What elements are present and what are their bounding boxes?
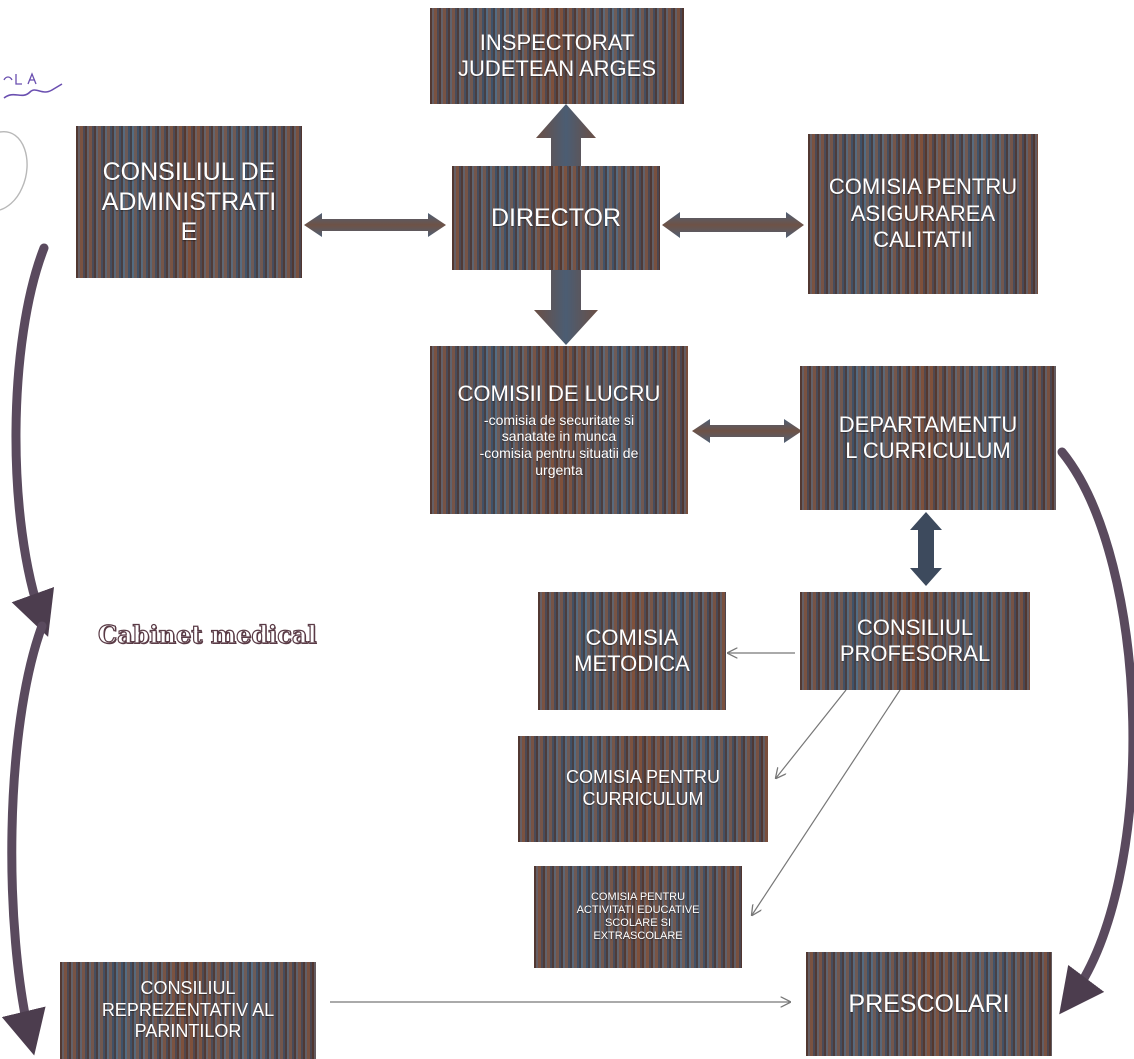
metodica-line2: METODICA bbox=[574, 651, 690, 676]
curve-cabinet-parinti bbox=[1, 621, 47, 1056]
node-director: DIRECTOR bbox=[452, 166, 660, 270]
inspectorat-line2: JUDETEAN ARGES bbox=[457, 56, 657, 81]
metodica-line1: COMISIA bbox=[585, 624, 679, 650]
node-comisia-calitate: COMISIA PENTRU ASIGURAREA CALITATII bbox=[808, 134, 1038, 294]
activitati-line1: COMISIA PENTRU bbox=[590, 890, 686, 903]
arrow-profesoral-activitati bbox=[752, 689, 901, 915]
profesoral-line1: CONSILIUL bbox=[856, 614, 974, 640]
arrow-director-calitate bbox=[662, 212, 804, 238]
comisii-item: -comisia pentru situatii de bbox=[479, 445, 639, 462]
curve-admin-cabinet bbox=[11, 243, 55, 637]
arrow-comisii-departament bbox=[692, 419, 802, 443]
parinti-line1: CONSILIUL bbox=[140, 978, 236, 999]
node-comisia-activitati: COMISIA PENTRU ACTIVITATI EDUCATIVE SCOL… bbox=[534, 866, 742, 968]
handwritten-signature bbox=[0, 72, 63, 211]
curriculum-line1: COMISIA PENTRU bbox=[565, 767, 721, 788]
comisii-item: urgenta bbox=[535, 461, 583, 478]
inspectorat-line1: INSPECTORAT bbox=[479, 29, 635, 55]
profesoral-line2: PROFESORAL bbox=[839, 641, 991, 666]
parinti-line3: PARINTILOR bbox=[134, 1021, 242, 1042]
node-consiliul-profesoral: CONSILIUL PROFESORAL bbox=[800, 592, 1030, 690]
prescolari-label: PRESCOLARI bbox=[848, 990, 1010, 1018]
node-departamentul-curriculum: DEPARTAMENTU L CURRICULUM bbox=[800, 366, 1056, 510]
node-prescolari: PRESCOLARI bbox=[806, 952, 1052, 1056]
curriculum-line2: CURRICULUM bbox=[582, 789, 704, 809]
calitate-line1: COMISIA PENTRU bbox=[828, 174, 1018, 200]
comisii-item: sanatate in munca bbox=[501, 428, 617, 445]
admin-line3: E bbox=[180, 218, 198, 246]
director-label: DIRECTOR bbox=[490, 204, 622, 232]
arrow-departament-profesoral bbox=[910, 512, 942, 586]
parinti-line2: REPREZENTATIV AL bbox=[101, 999, 275, 1020]
curve-departament-prescolari bbox=[1057, 447, 1134, 1015]
node-consiliul-parinti: CONSILIUL REPREZENTATIV AL PARINTILOR bbox=[60, 962, 316, 1059]
comisii-item: -comisia de securitate si bbox=[483, 411, 635, 428]
activitati-line3: SCOLARE SI bbox=[604, 917, 672, 929]
arrow-director-comisii bbox=[534, 270, 598, 345]
admin-line1: CONSILIUL DE bbox=[102, 158, 276, 186]
departament-line2: L CURRICULUM bbox=[845, 438, 1011, 463]
node-inspectorat: INSPECTORAT JUDETEAN ARGES bbox=[430, 8, 684, 104]
cabinet-medical-label: Cabinet medical bbox=[97, 619, 317, 649]
comisii-title: COMISII DE LUCRU bbox=[457, 381, 661, 407]
admin-line2: ADMINISTRATI bbox=[101, 188, 277, 216]
activitati-line4: EXTRASCOLARE bbox=[593, 930, 683, 943]
arrow-admin-director bbox=[304, 213, 446, 237]
activitati-line2: ACTIVITATI EDUCATIVE bbox=[576, 903, 700, 916]
arrow-profesoral-curriculum bbox=[776, 689, 847, 778]
departament-line1: DEPARTAMENTU bbox=[838, 411, 1018, 437]
calitate-line3: CALITATII bbox=[873, 227, 973, 253]
node-consiliul-administratie: CONSILIUL DE ADMINISTRATI E bbox=[76, 126, 302, 278]
node-comisia-metodica: COMISIA METODICA bbox=[538, 592, 726, 710]
arrow-director-inspectorat bbox=[536, 104, 596, 168]
calitate-line2: ASIGURAREA bbox=[850, 200, 996, 226]
node-comisia-curriculum: COMISIA PENTRU CURRICULUM bbox=[518, 736, 768, 842]
node-comisii-de-lucru: COMISII DE LUCRU -comisia de securitate … bbox=[430, 346, 688, 514]
